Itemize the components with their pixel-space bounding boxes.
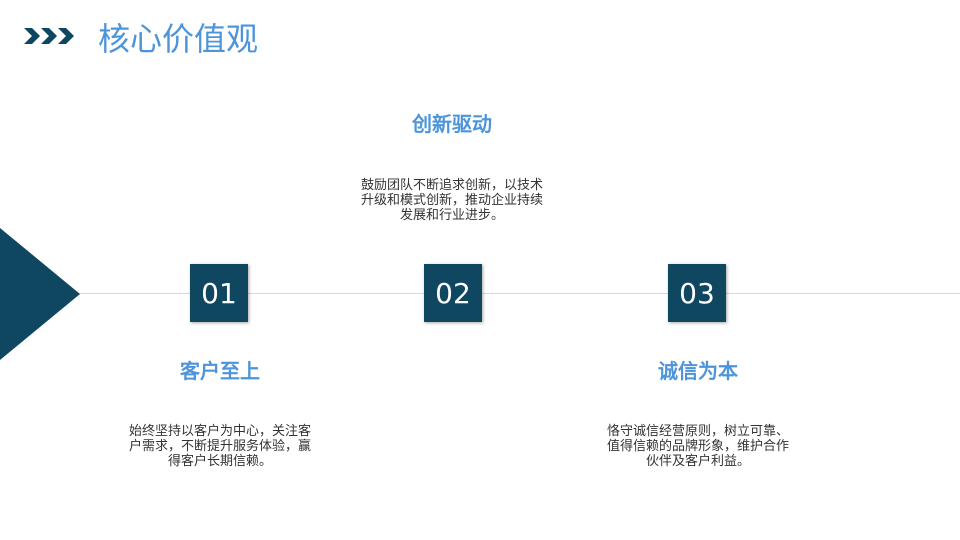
triangle-decoration bbox=[0, 228, 80, 360]
heading-innovation: 创新驱动 bbox=[412, 112, 492, 136]
chevrons-icon bbox=[24, 28, 74, 44]
desc-integrity: 恪守诚信经营原则，树立可靠、 值得信赖的品牌形象，维护合作 伙伴及客户利益。 bbox=[578, 424, 818, 469]
desc-line: 值得信赖的品牌形象，维护合作 bbox=[606, 439, 789, 454]
desc-line: 发展和行业进步。 bbox=[399, 208, 504, 223]
desc-line: 升级和模式创新，推动企业持续 bbox=[360, 193, 543, 208]
number-box-3: 03 bbox=[668, 264, 726, 322]
desc-line: 鼓励团队不断追求创新，以技术 bbox=[360, 178, 543, 193]
heading-integrity: 诚信为本 bbox=[658, 359, 738, 383]
number-box-1: 01 bbox=[190, 264, 248, 322]
desc-line: 恪守诚信经营原则，树立可靠、 bbox=[606, 424, 789, 439]
page-title: 核心价值观 bbox=[98, 20, 259, 58]
desc-line: 得客户长期信赖。 bbox=[167, 454, 272, 469]
heading-customer: 客户至上 bbox=[180, 359, 260, 383]
desc-customer: 始终坚持以客户为中心，关注客 户需求，不断提升服务体验，赢 得客户长期信赖。 bbox=[100, 424, 340, 469]
desc-innovation: 鼓励团队不断追求创新，以技术 升级和模式创新，推动企业持续 发展和行业进步。 bbox=[332, 178, 572, 223]
desc-line: 户需求，不断提升服务体验，赢 bbox=[128, 439, 311, 454]
desc-line: 伙伴及客户利益。 bbox=[645, 454, 750, 469]
number-box-2: 02 bbox=[424, 264, 482, 322]
desc-line: 始终坚持以客户为中心，关注客 bbox=[128, 424, 311, 439]
